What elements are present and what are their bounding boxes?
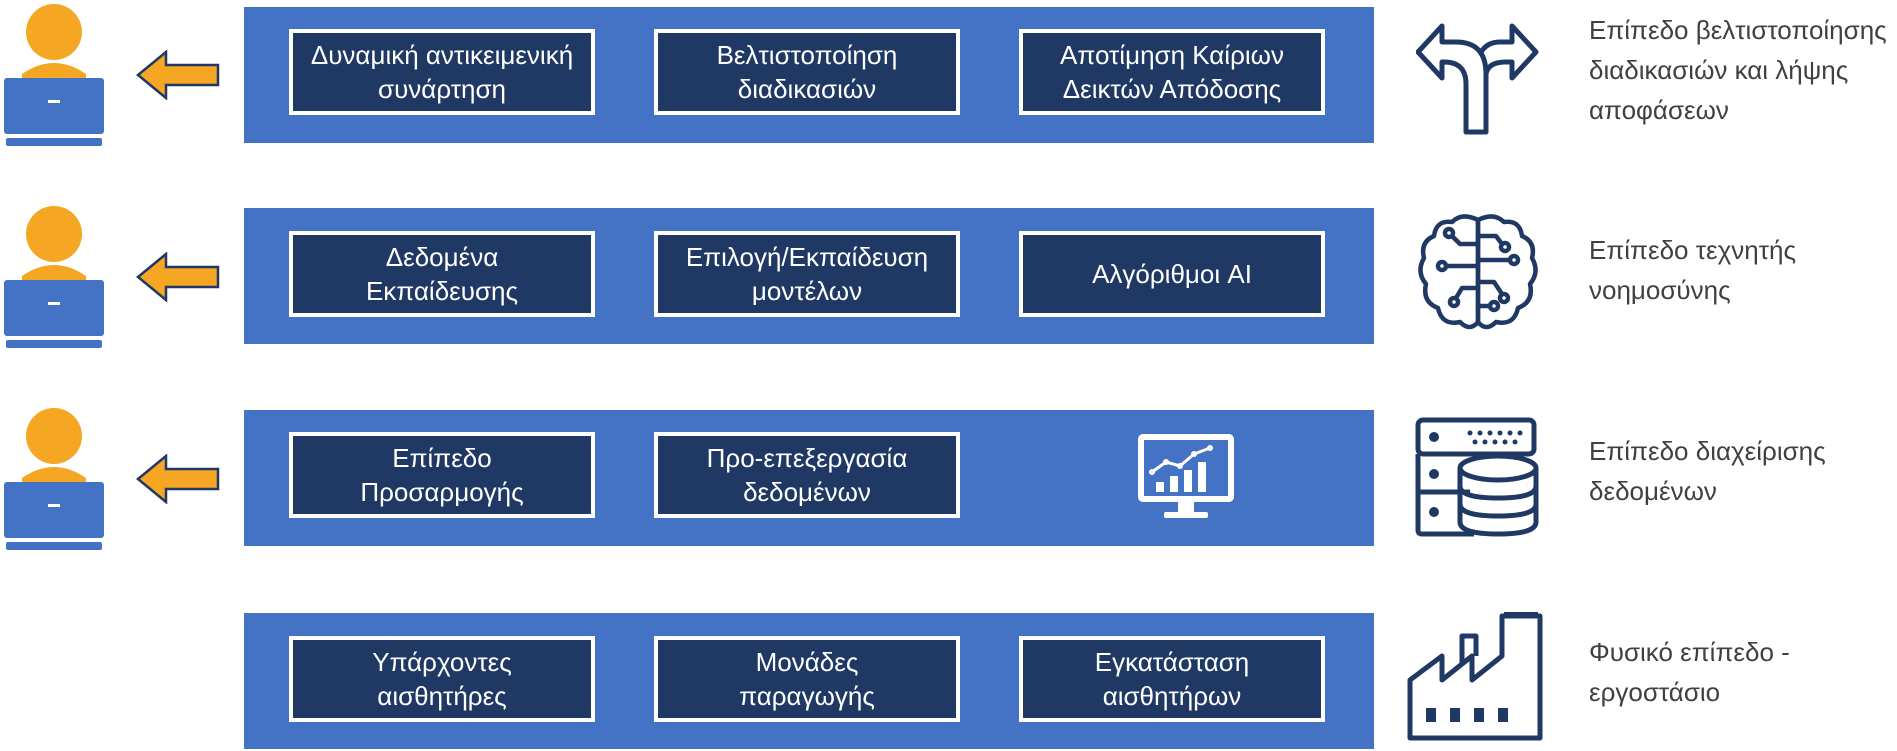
layer-label-data: Επίπεδο διαχείρισης δεδομένων — [1589, 436, 1826, 506]
box-dynamic-objective: Δυναμική αντικειμενική συνάρτηση — [289, 29, 595, 115]
box-sensor-installation: Εγκατάσταση αισθητήρων — [1019, 636, 1325, 722]
layer-band-data: Επίπεδο Προσαρμογής Προ-επεξεργασία δεδο… — [244, 410, 1374, 546]
layer-band-physical: Υπάρχοντες αισθητήρες Μονάδες παραγωγής … — [244, 613, 1374, 749]
layer-label-ai: Επίπεδο τεχνητής νοημοσύνης — [1589, 235, 1796, 305]
user-at-laptop-icon — [4, 4, 104, 146]
circuit-brain-icon — [1418, 214, 1538, 330]
box-kpi-evaluation: Αποτίμηση Καίριων Δεικτών Απόδοσης — [1019, 29, 1325, 115]
split-arrow-icon — [1416, 23, 1539, 135]
user-at-laptop-icon — [4, 408, 104, 550]
arrow-left-icon — [136, 50, 220, 100]
chart-monitor-icon — [1138, 434, 1234, 518]
box-ai-algorithms: Αλγόριθμοι AI — [1019, 231, 1325, 317]
box-adaptation-layer: Επίπεδο Προσαρμογής — [289, 432, 595, 518]
box-data-preprocessing: Προ-επεξεργασία δεδομένων — [654, 432, 960, 518]
layer-band-ai: Δεδομένα Εκπαίδευσης Επιλογή/Εκπαίδευση … — [244, 208, 1374, 344]
box-process-optimization: Βελτιστοποίηση διαδικασιών — [654, 29, 960, 115]
layer-band-optimization: Δυναμική αντικειμενική συνάρτηση Βελτιστ… — [244, 7, 1374, 143]
factory-icon — [1407, 612, 1543, 741]
box-training-data: Δεδομένα Εκπαίδευσης — [289, 231, 595, 317]
user-at-laptop-icon — [4, 206, 104, 348]
layer-label-physical: Φυσικό επίπεδο - εργοστάσιο — [1589, 637, 1790, 707]
arrow-left-icon — [136, 252, 220, 302]
box-model-selection: Επιλογή/Εκπαίδευση μοντέλων — [654, 231, 960, 317]
box-production-units: Μονάδες παραγωγής — [654, 636, 960, 722]
arrow-left-icon — [136, 454, 220, 504]
layer-label-optimization: Επίπεδο βελτιστοποίησης διαδικασιών και … — [1589, 15, 1887, 125]
box-existing-sensors: Υπάρχοντες αισθητήρες — [289, 636, 595, 722]
server-database-icon — [1415, 417, 1539, 537]
